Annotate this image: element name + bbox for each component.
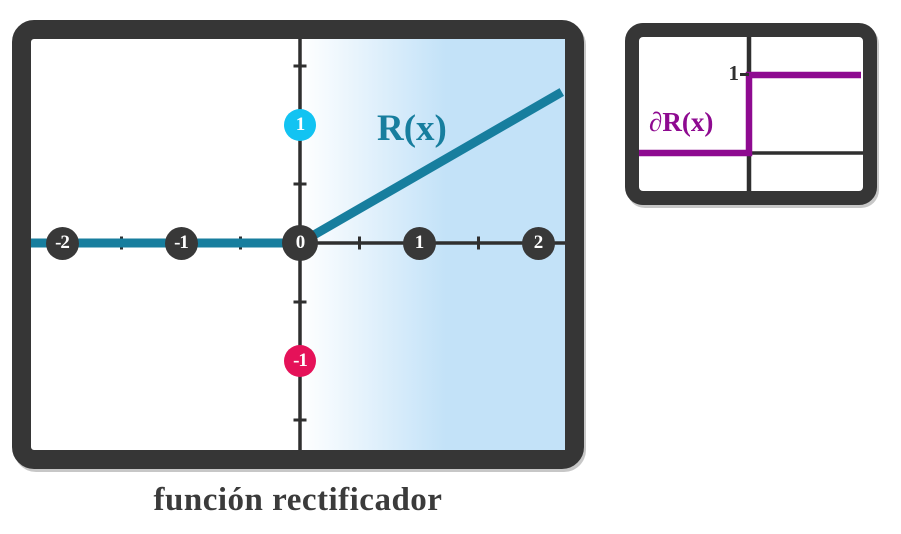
x-axis-badge: -1 bbox=[164, 226, 198, 260]
figure-caption: función rectificador bbox=[153, 482, 443, 518]
derivative-step-curve bbox=[639, 71, 861, 157]
derivative-y1-label: 1 bbox=[728, 61, 740, 85]
x-axis-badge: 0 bbox=[282, 225, 318, 261]
x-axis-badge: 1 bbox=[402, 226, 436, 260]
derivative-plot bbox=[639, 37, 863, 191]
derivative-plot-frame: ∂R(x) 1 bbox=[625, 23, 877, 205]
relu-curve-label: R(x) bbox=[377, 108, 447, 149]
derivative-y1-tick-mark bbox=[740, 73, 749, 76]
x-axis-badge: 2 bbox=[521, 226, 555, 260]
y-axis-badge: -1 bbox=[284, 345, 316, 377]
x-axis-badge: -2 bbox=[45, 226, 79, 260]
relu-plot-frame: R(x) -2 -1 0 1 2 1 -1 bbox=[12, 20, 584, 469]
derivative-curve-label: ∂R(x) bbox=[649, 107, 714, 137]
y-axis-badge: 1 bbox=[284, 109, 316, 141]
